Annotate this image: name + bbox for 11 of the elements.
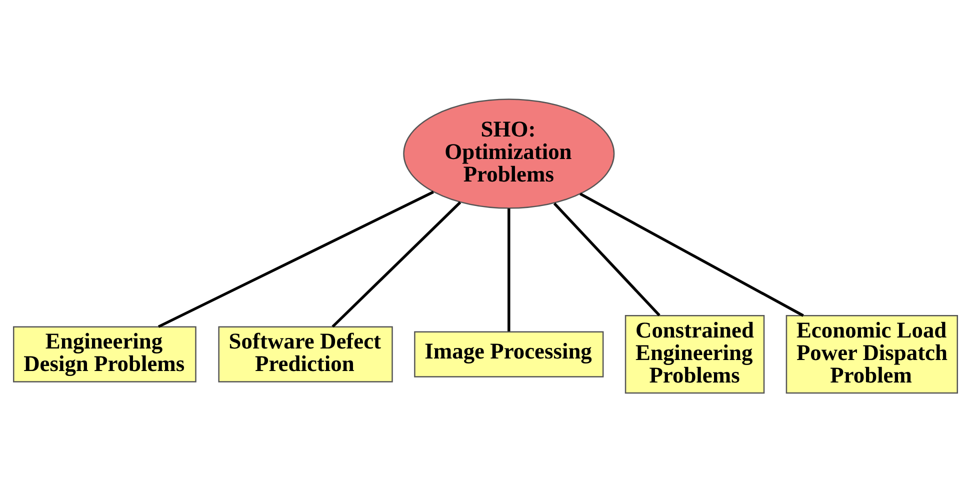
node-box: Constrained Engineering Problems <box>624 315 765 394</box>
connector <box>158 190 434 328</box>
node-ellipse: SHO: Optimization Problems <box>403 98 615 209</box>
connector <box>553 202 660 316</box>
node-box: Software Defect Prediction <box>218 326 393 382</box>
node-box: Engineering Design Problems <box>13 326 196 382</box>
connector <box>332 201 462 328</box>
connector <box>580 192 804 317</box>
connector <box>508 208 510 332</box>
node-box: Economic Load Power Dispatch Problem <box>786 315 958 394</box>
node-box: Image Processing <box>414 331 604 378</box>
